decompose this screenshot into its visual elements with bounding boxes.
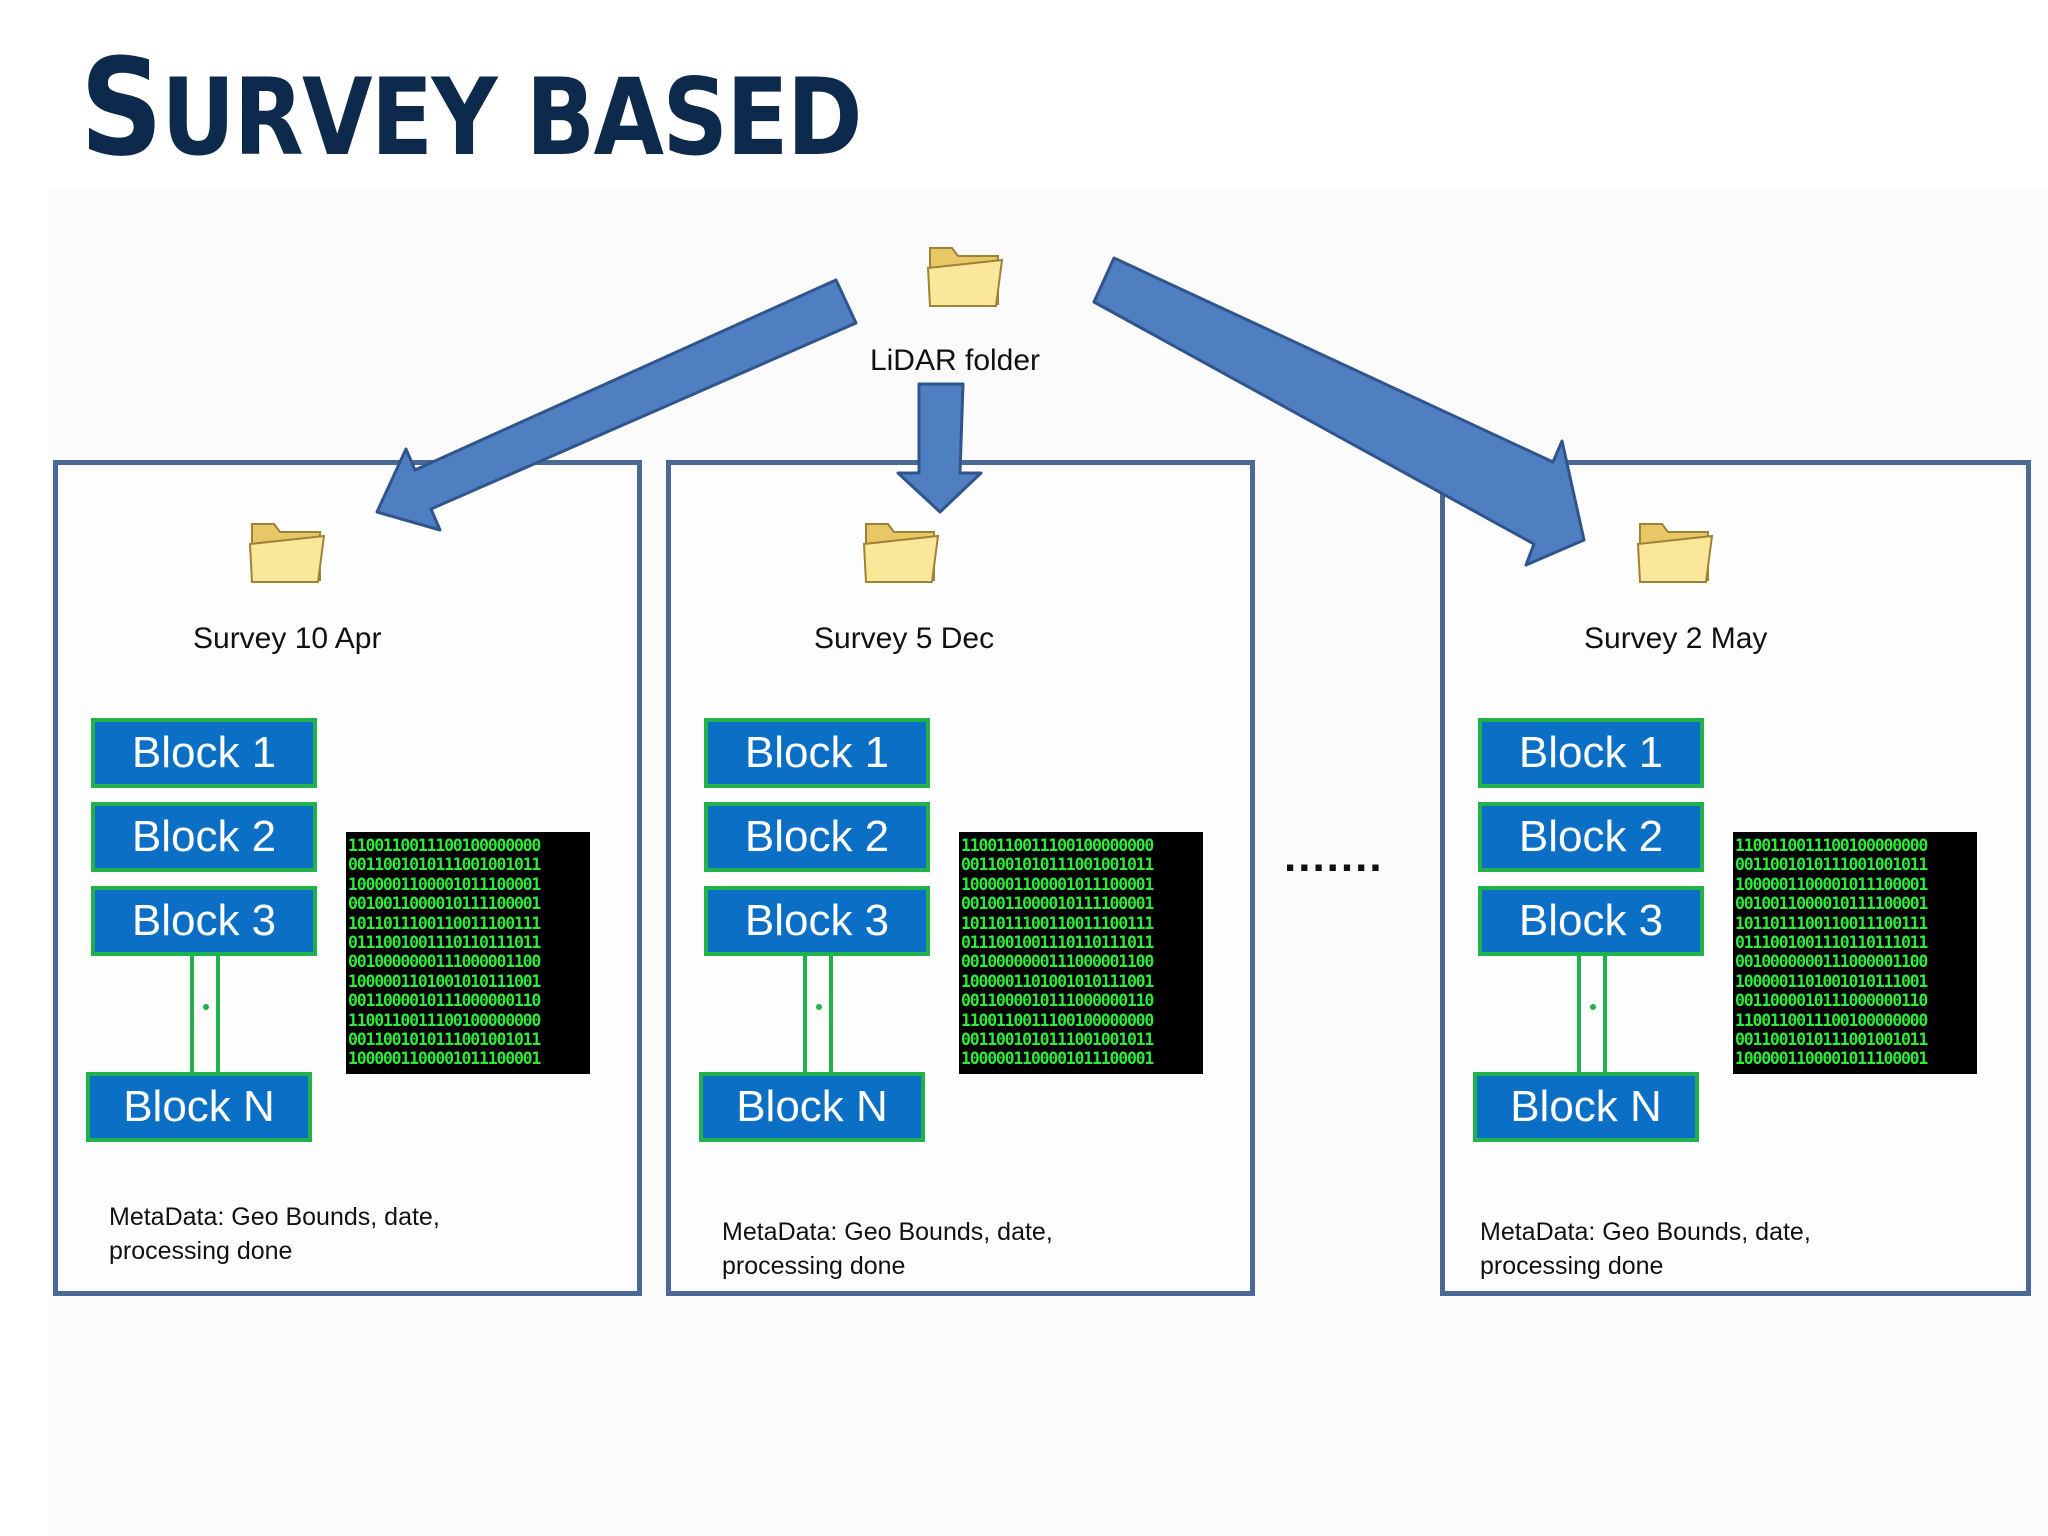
folder-icon[interactable] bbox=[860, 510, 942, 588]
block-connector bbox=[190, 954, 220, 1072]
survey-label: Survey 2 May bbox=[1584, 622, 1768, 655]
block-1[interactable]: Block 1 bbox=[1478, 718, 1704, 788]
metadata-text: MetaData: Geo Bounds, date, processing d… bbox=[1480, 1215, 1900, 1283]
block-3[interactable]: Block 3 bbox=[1478, 886, 1704, 956]
arrow-to-survey-2 bbox=[896, 382, 983, 514]
title-rest: URVEY bbox=[161, 56, 497, 179]
metadata-line-1: MetaData: Geo Bounds, date, bbox=[109, 1203, 440, 1231]
root-folder-label: LiDAR folder bbox=[869, 344, 1041, 377]
title-first-letter: S bbox=[80, 30, 163, 186]
page-title: SURVEY BASED bbox=[80, 28, 863, 198]
block-2[interactable]: Block 2 bbox=[704, 802, 930, 872]
block-connector bbox=[803, 954, 833, 1072]
block-2[interactable]: Block 2 bbox=[91, 802, 317, 872]
block-connector bbox=[1577, 954, 1607, 1072]
metadata-line-2: processing done bbox=[1480, 1252, 1664, 1280]
connector-dot bbox=[203, 1004, 209, 1010]
metadata-line-1: MetaData: Geo Bounds, date, bbox=[1480, 1218, 1811, 1246]
metadata-line-2: processing done bbox=[722, 1252, 906, 1280]
survey-label: Survey 10 Apr bbox=[193, 622, 382, 655]
block-n[interactable]: Block N bbox=[86, 1072, 312, 1142]
block-3[interactable]: Block 3 bbox=[91, 886, 317, 956]
block-3[interactable]: Block 3 bbox=[704, 886, 930, 956]
metadata-line-2: processing done bbox=[109, 1237, 293, 1265]
more-surveys-ellipsis: ....... bbox=[1284, 832, 1384, 881]
metadata-text: MetaData: Geo Bounds, date, processing d… bbox=[722, 1215, 1142, 1283]
metadata-line-1: MetaData: Geo Bounds, date, bbox=[722, 1218, 1053, 1246]
folder-icon[interactable] bbox=[1634, 510, 1716, 588]
connector-dot bbox=[816, 1004, 822, 1010]
block-1[interactable]: Block 1 bbox=[704, 718, 930, 788]
arrow-to-survey-3 bbox=[1092, 256, 1586, 567]
block-n[interactable]: Block N bbox=[699, 1072, 925, 1142]
block-2[interactable]: Block 2 bbox=[1478, 802, 1704, 872]
survey-label: Survey 5 Dec bbox=[814, 622, 995, 655]
metadata-text: MetaData: Geo Bounds, date, processing d… bbox=[109, 1200, 529, 1268]
arrow-to-survey-1 bbox=[375, 278, 858, 532]
folder-icon[interactable] bbox=[246, 510, 328, 588]
folder-icon[interactable] bbox=[924, 234, 1006, 312]
connector-dot bbox=[1590, 1004, 1596, 1010]
title-second-word: BASED bbox=[525, 56, 863, 179]
block-1[interactable]: Block 1 bbox=[91, 718, 317, 788]
block-n[interactable]: Block N bbox=[1473, 1072, 1699, 1142]
